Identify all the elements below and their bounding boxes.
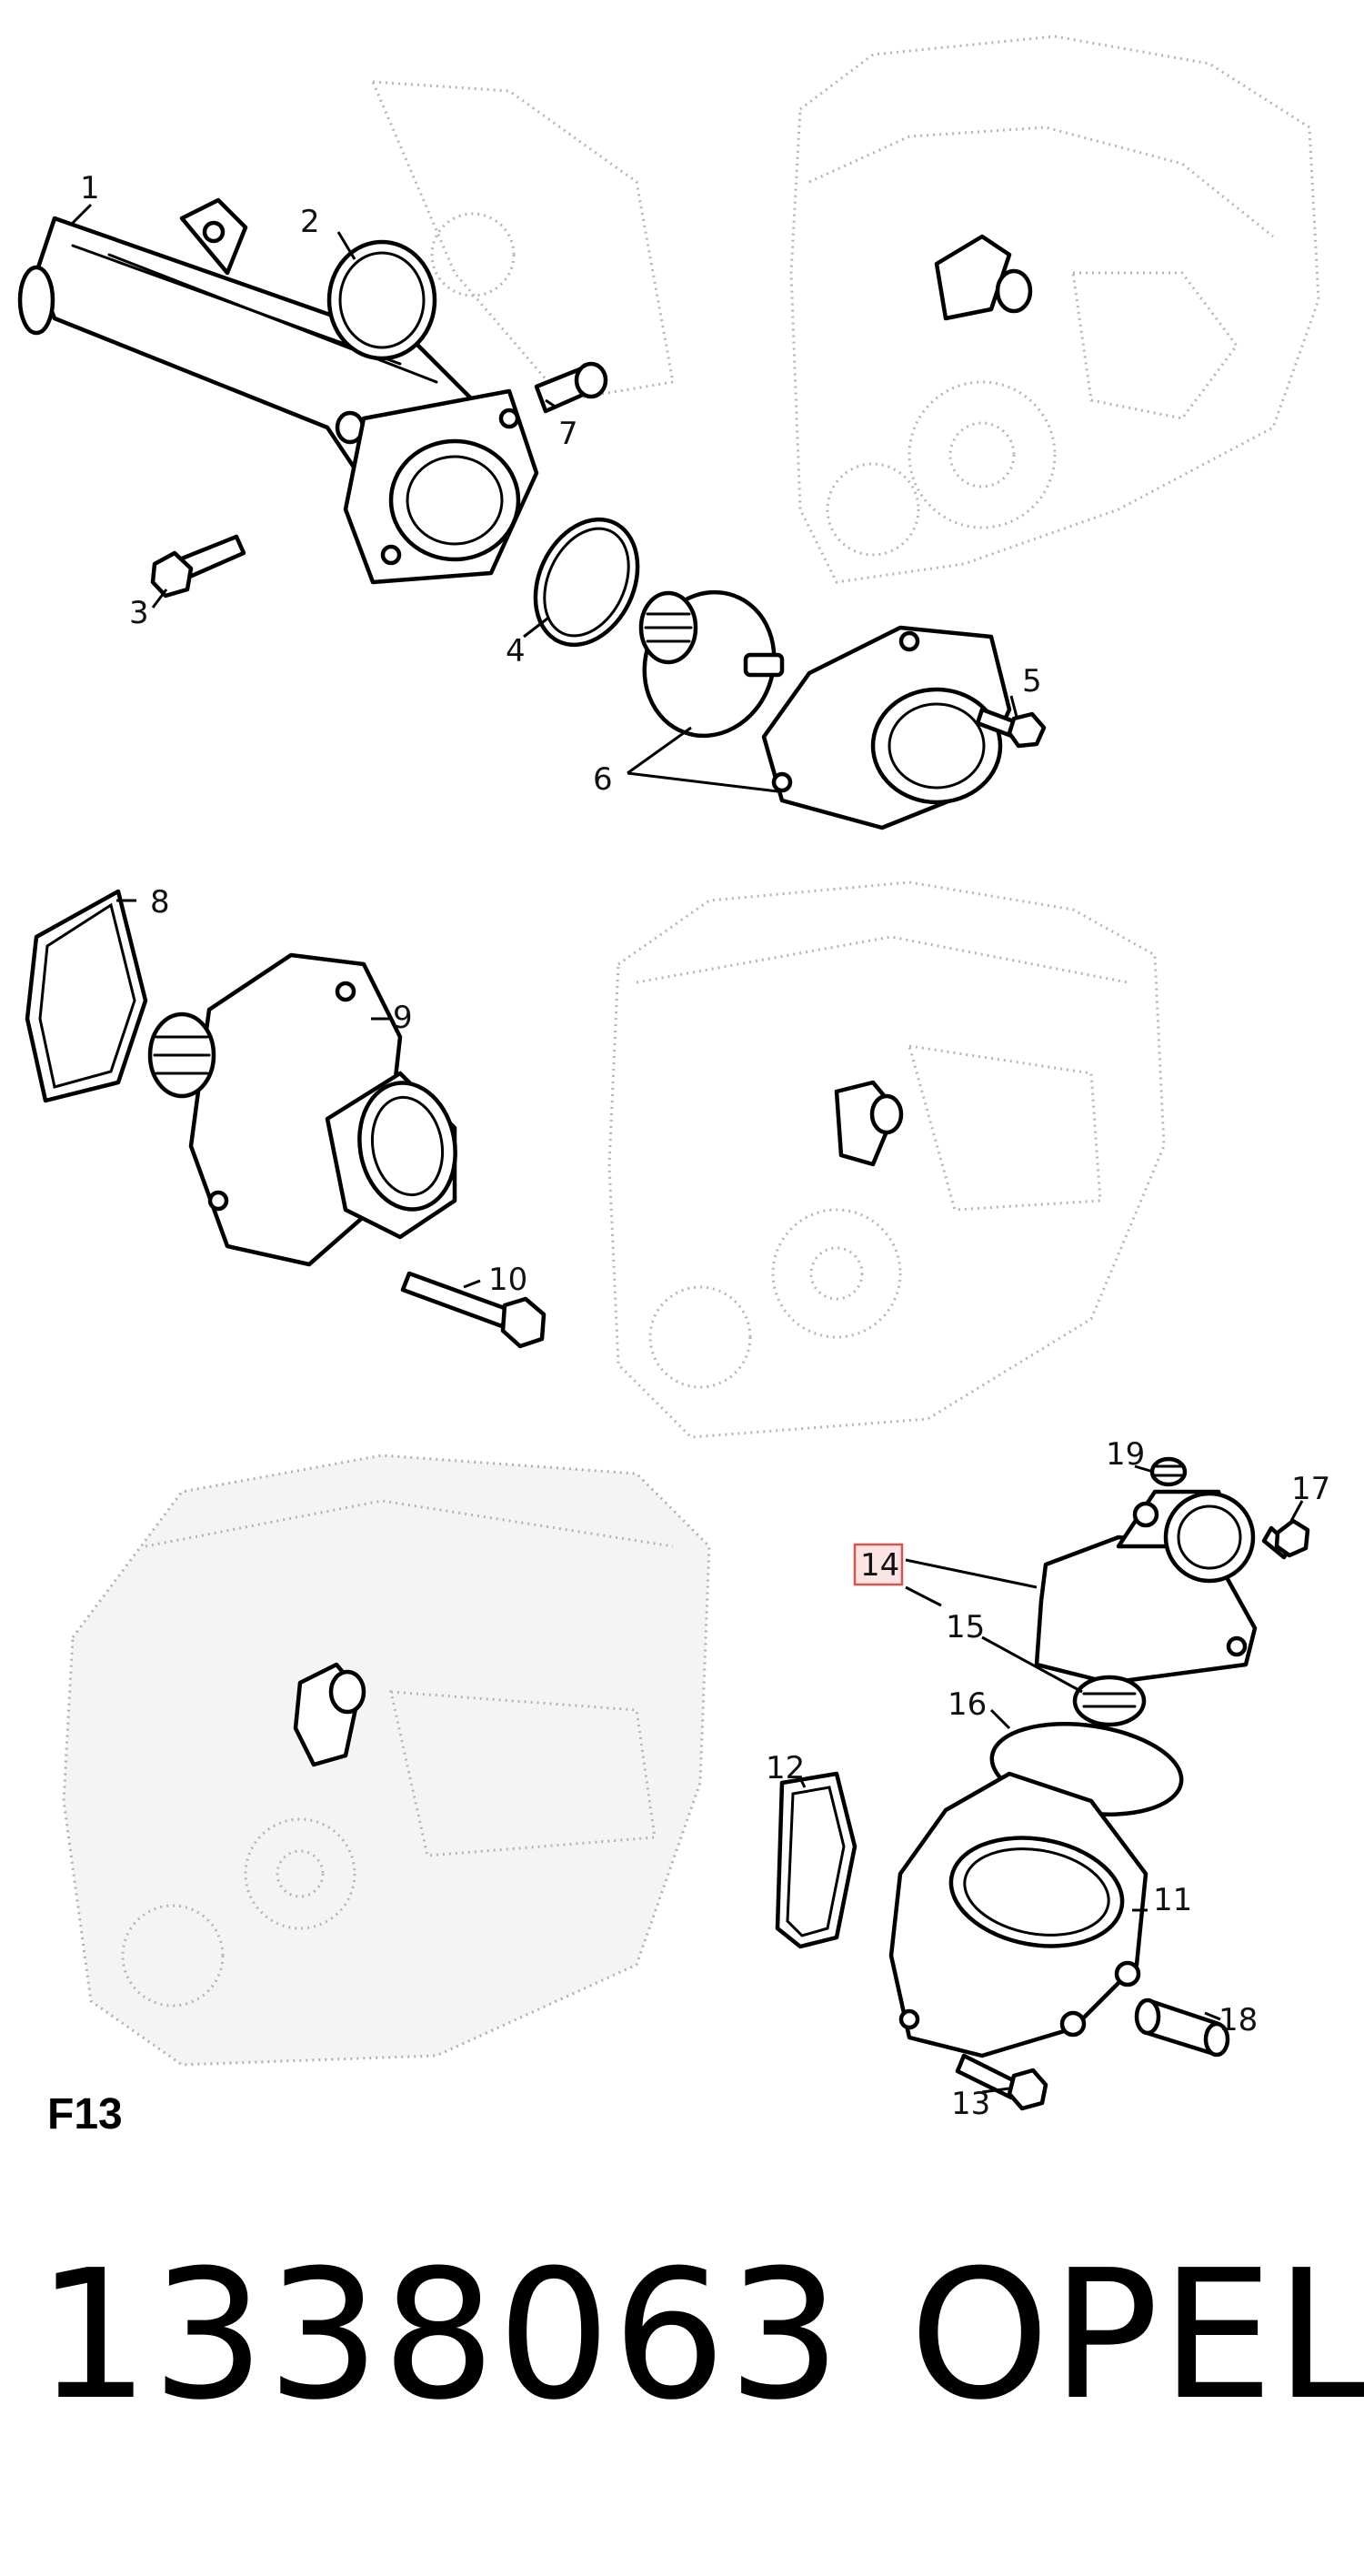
engine-silhouette-middle [607, 880, 1166, 1439]
callout-3: 3 [129, 595, 149, 631]
housing-11 [888, 1771, 1148, 2058]
callout-16: 16 [948, 1686, 987, 1723]
part-number: 1338063 [36, 2232, 843, 2440]
thermostat-housing-mini-top [934, 234, 1033, 321]
o-ring-4 [533, 517, 640, 648]
callout-7: 7 [558, 416, 578, 452]
thermostat-15 [1072, 1675, 1147, 1727]
callout-10: 10 [488, 1262, 527, 1298]
bolt-13 [955, 2053, 1048, 2111]
leader-lines [71, 203, 1304, 2094]
sensor-7 [534, 361, 608, 414]
housing-cover-14 [1034, 1489, 1258, 1685]
gasket-12 [775, 1771, 858, 1949]
callout-18: 18 [1219, 2002, 1258, 2038]
engine-silhouette-bottom [62, 1454, 711, 2067]
callout-5: 5 [1022, 663, 1042, 699]
thermostat-housing-mini-middle [834, 1080, 904, 1167]
callout-2: 2 [300, 204, 320, 240]
gasket-8 [25, 889, 148, 1103]
seal-ring-2 [326, 239, 437, 361]
callout-12: 12 [766, 1750, 805, 1786]
sensor-18 [1134, 1997, 1230, 2058]
thermostat-6 [638, 589, 785, 739]
callout-8: 8 [150, 884, 170, 921]
callout-17: 17 [1291, 1471, 1330, 1507]
bolt-3 [150, 534, 246, 599]
plug-19 [1149, 1456, 1188, 1487]
figure-label: F13 [47, 2090, 123, 2138]
callout-4: 4 [506, 633, 526, 669]
callout-6: 6 [593, 761, 613, 798]
pipe-flange-ring [343, 388, 539, 585]
bolt-5 [975, 707, 1047, 749]
callout-9: 9 [393, 1000, 413, 1036]
bolt-17 [1261, 1518, 1310, 1560]
callout-14: 14 [860, 1547, 899, 1584]
callout-14-highlight [853, 1543, 904, 1586]
bolt-10 [400, 1271, 547, 1349]
brand-name: OPEL [909, 2232, 1364, 2440]
callout-labels: 1 2 3 4 5 6 7 8 9 10 11 12 13 14 15 16 1… [80, 170, 1330, 2122]
thermostat-housing-mini-bottom [293, 1662, 366, 1767]
callout-15: 15 [946, 1609, 985, 1645]
engine-silhouette-top [370, 35, 1320, 584]
callout-1: 1 [80, 170, 100, 206]
callout-11: 11 [1153, 1882, 1192, 1918]
thermostat-cover-6 [761, 625, 1012, 830]
callout-13: 13 [951, 2086, 990, 2122]
callout-19: 19 [1106, 1436, 1145, 1473]
thermostat-housing-9 [147, 952, 457, 1267]
